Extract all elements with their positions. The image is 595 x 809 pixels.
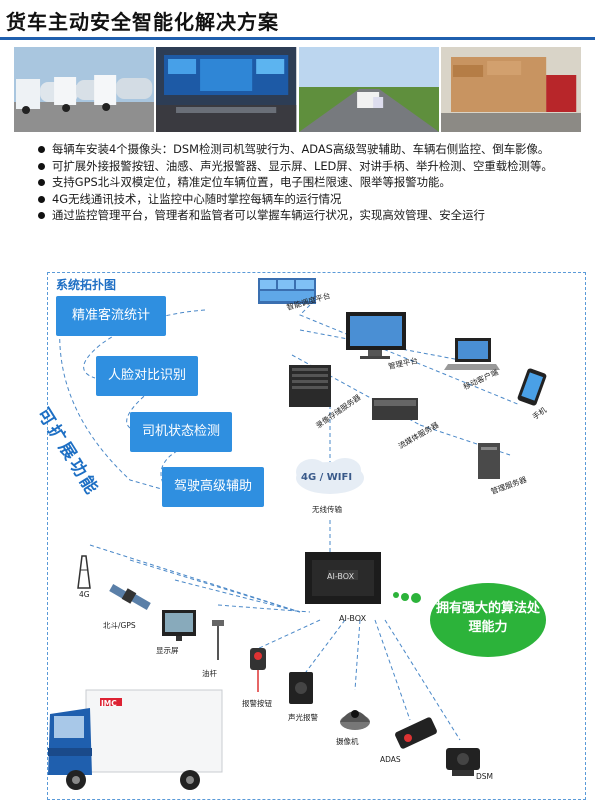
storage-server-icon [289, 365, 331, 407]
dispatch-wall-icon [258, 278, 316, 304]
feature-bullet-list: 每辆车安装4个摄像头：DSM检测司机驾驶行为、ADAS高级驾驶辅助、车辆右侧监控… [38, 141, 578, 224]
management-server-icon [478, 443, 500, 479]
adas-camera-icon [395, 717, 437, 749]
aibox-screen-label: AI-BOX [327, 572, 355, 581]
cloud-label: 4G / WIFI [301, 472, 353, 483]
monitor-icon [346, 312, 406, 359]
sound-alarm-label: 声光报警 [288, 713, 318, 722]
oil-sensor-icon [212, 620, 224, 660]
gps-satellite-icon [109, 584, 151, 610]
photo-overloaded-truck [440, 47, 581, 132]
bullet-item: 支持GPS北斗双模定位，精准定位车辆位置，电子围栏限速、限举等报警功能。 [38, 174, 578, 191]
antenna-icon [77, 555, 91, 589]
laptop-icon [444, 338, 500, 370]
truck-brand-label: JMC [101, 699, 117, 708]
bullet-item: 通过监控管理平台，管理者和监管者可以掌握车辆运行状况，实现高效管理、安全运行 [38, 207, 578, 224]
photo-highway [298, 47, 439, 132]
photo-control-room [156, 47, 297, 132]
gps-label: 北斗/GPS [103, 621, 136, 630]
alarm-button-icon [250, 648, 266, 692]
algorithm-bubble: 拥有强大的算法处理能力 [430, 583, 546, 657]
bullet-item: 4G无线通讯技术，让监控中心随时掌控每辆车的运行情况 [38, 191, 578, 208]
topology-diagram [47, 272, 586, 800]
truck-icon [48, 689, 223, 790]
dome-camera-icon [340, 710, 370, 730]
cloud-icon [296, 458, 364, 494]
antenna-label: 4G [79, 590, 90, 599]
phone-icon [517, 368, 547, 406]
camera-label: 摄像机 [336, 737, 359, 746]
photo-strip [14, 47, 581, 132]
photo-tanker-trucks [14, 47, 155, 132]
adas-label: ADAS [380, 755, 401, 764]
feature-adas: 驾驶高级辅助 [162, 467, 264, 507]
oil-label: 油杆 [202, 669, 217, 678]
feature-driver-status: 司机状态检测 [130, 412, 232, 452]
dsm-camera-icon [446, 748, 480, 776]
aibox-icon [305, 552, 381, 604]
title-underline [0, 37, 595, 40]
feature-face-recognition: 人脸对比识别 [96, 356, 198, 396]
dsm-label: DSM [476, 772, 494, 781]
feature-passenger-count: 精准客流统计 [56, 296, 166, 336]
display-icon [162, 610, 196, 641]
streaming-server-icon [372, 398, 418, 420]
bullet-item: 每辆车安装4个摄像头：DSM检测司机驾驶行为、ADAS高级驾驶辅助、车辆右侧监控… [38, 141, 578, 158]
aibox-label: AI-BOX [339, 614, 367, 623]
alarm-button-label: 报警按钮 [242, 699, 272, 708]
page-title: 货车主动安全智能化解决方案 [6, 10, 279, 34]
diagram-label: 系统拓扑图 [56, 278, 117, 292]
wireless-label: 无线传输 [312, 505, 342, 514]
display-label: 显示屏 [156, 646, 179, 655]
sound-alarm-icon [289, 672, 313, 704]
bullet-item: 可扩展外接报警按钮、油感、声光报警器、显示屏、LED屏、对讲手柄、举升检测、空重… [38, 158, 578, 175]
